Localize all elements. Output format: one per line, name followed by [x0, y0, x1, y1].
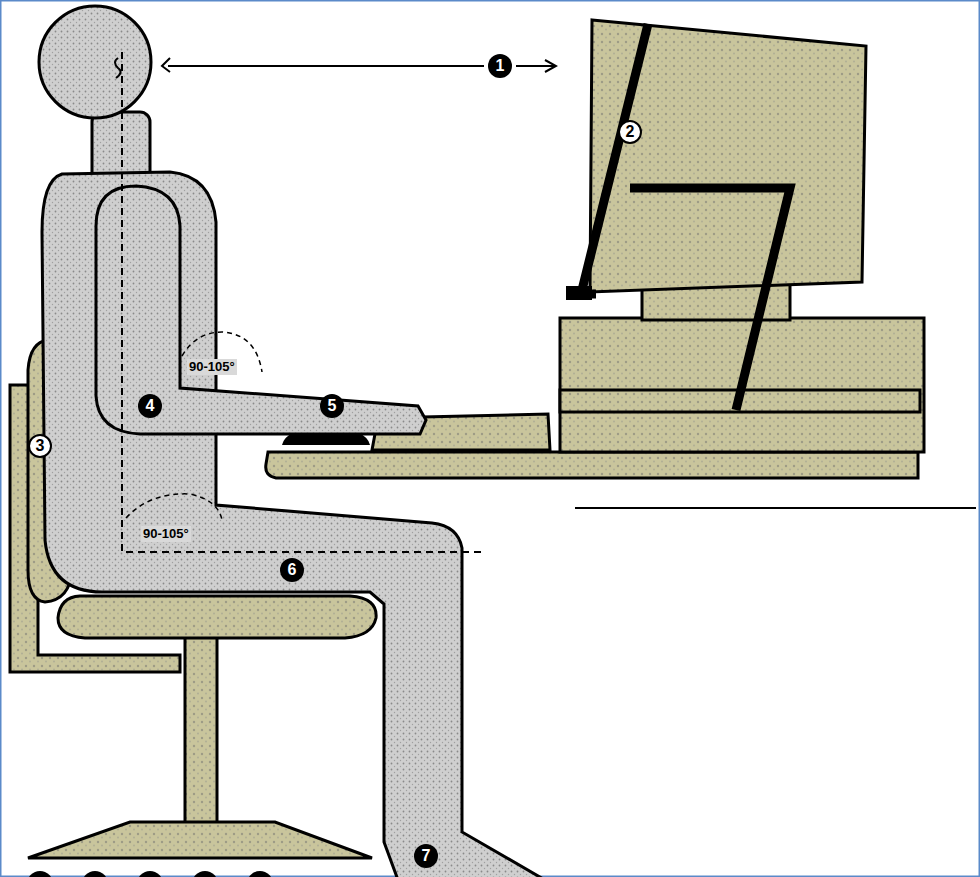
angle-label: 90-105° [141, 526, 191, 542]
callout-number: 7 [414, 844, 438, 868]
callout-number: 4 [138, 394, 162, 418]
angle-label: 90-105° [187, 359, 237, 375]
callout-number: 5 [320, 394, 344, 418]
callout-number: 1 [488, 54, 512, 78]
callout-number: 6 [280, 558, 304, 582]
callout-number: 2 [618, 120, 642, 144]
callout-number: 3 [28, 434, 52, 458]
